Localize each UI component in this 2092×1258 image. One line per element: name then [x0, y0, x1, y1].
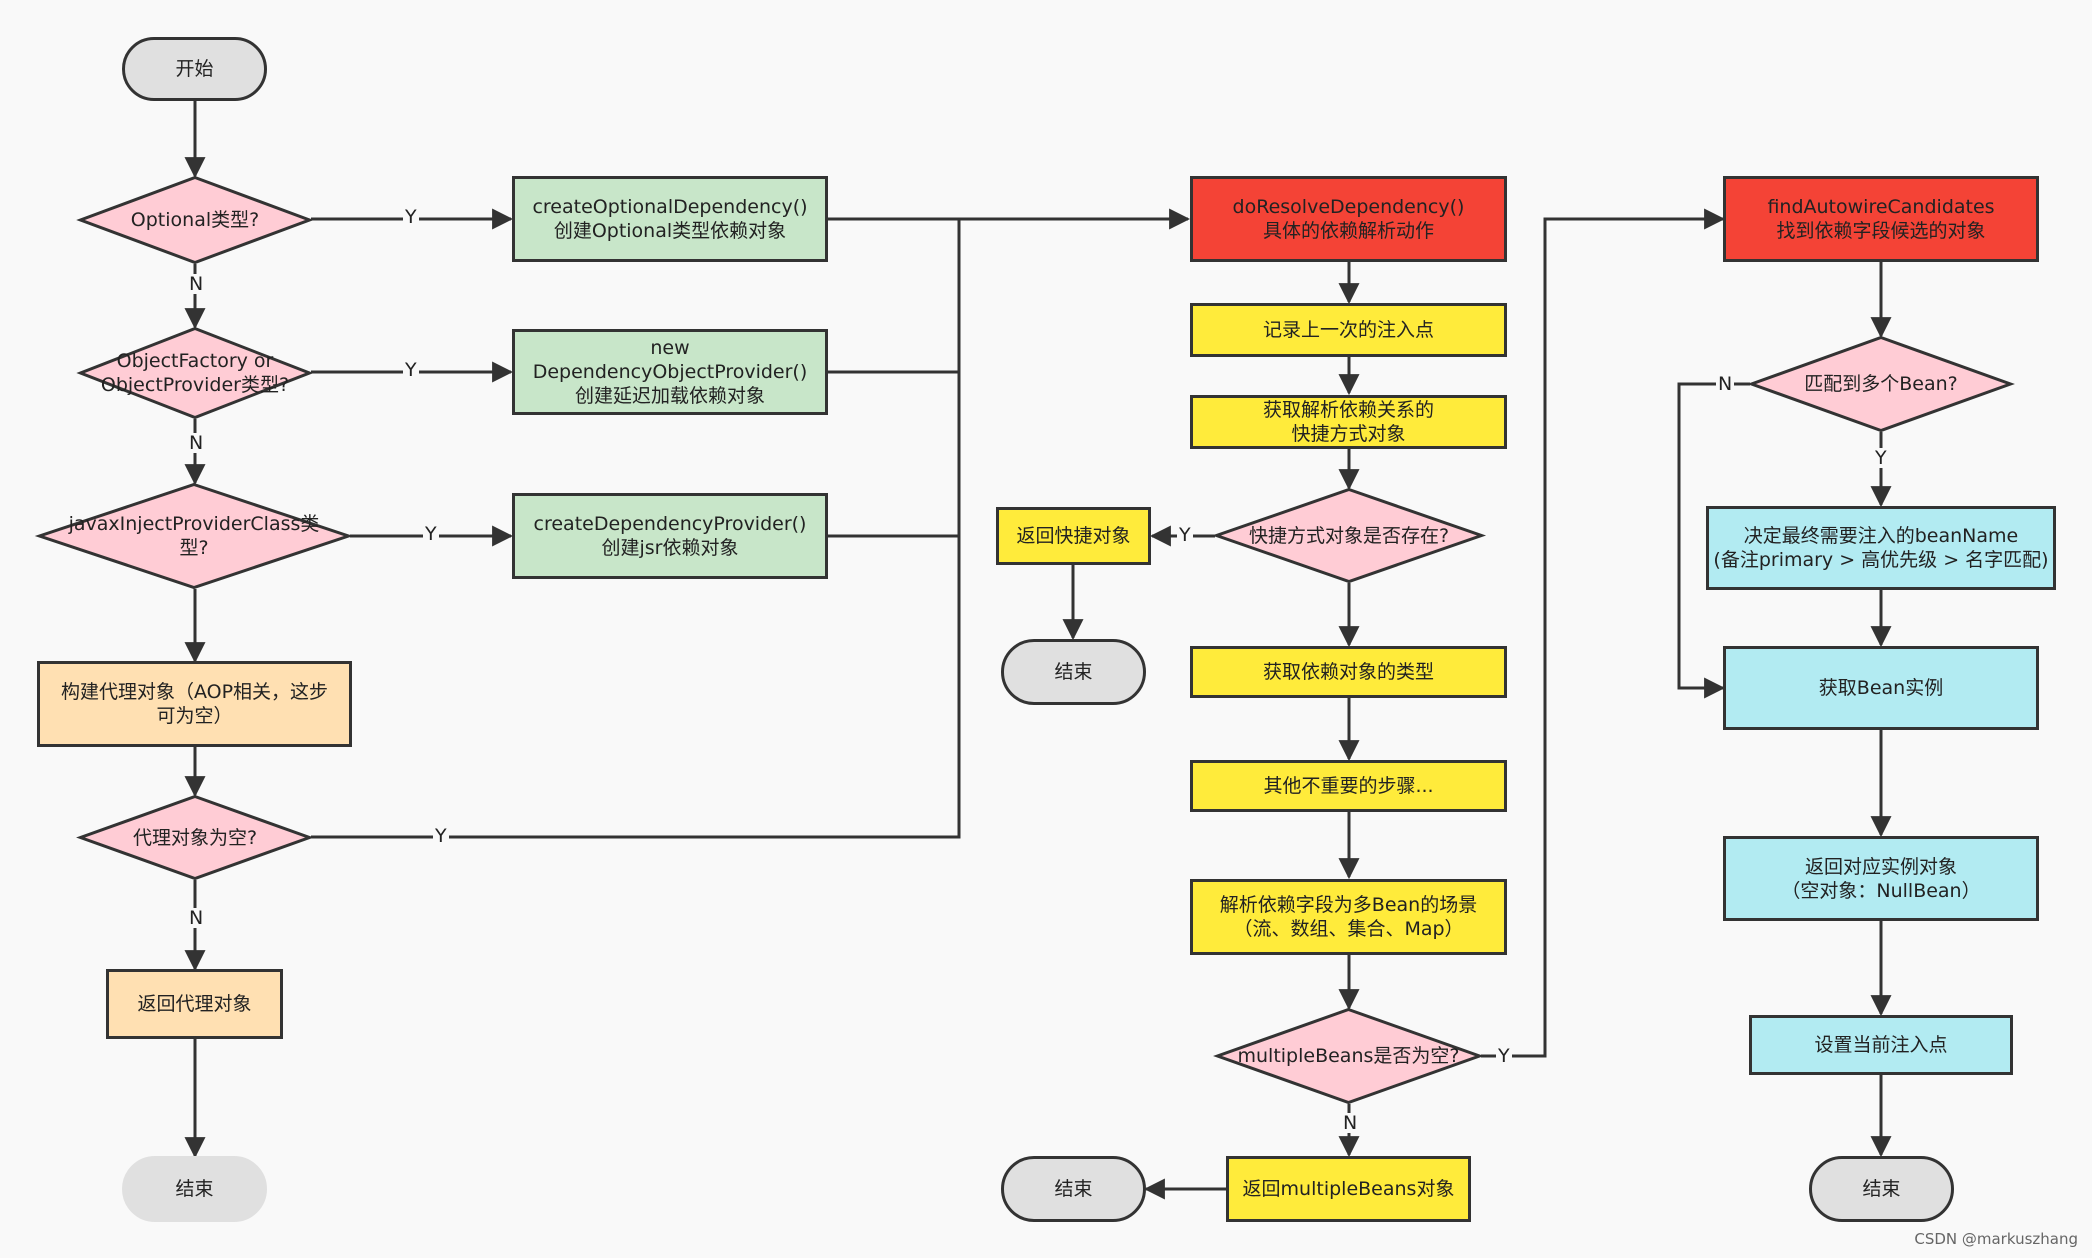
label-optional-no: N	[187, 273, 206, 295]
get-instance-box: 获取Bean实例	[1723, 646, 2039, 730]
label-shortcut-yes: Y	[1177, 524, 1193, 546]
label-proxynull-no: N	[187, 907, 206, 929]
new-provider-box: new DependencyObjectProvider() 创建延迟加载依赖对…	[512, 329, 828, 415]
new-provider-label: new DependencyObjectProvider() 创建延迟加载依赖对…	[532, 337, 808, 407]
label-proxynull-yes: Y	[433, 825, 449, 847]
match-multi-decision: 匹配到多个Bean?	[1747, 335, 2015, 433]
return-multi-box: 返回multipleBeans对象	[1226, 1156, 1471, 1222]
return-multi-label: 返回multipleBeans对象	[1242, 1178, 1455, 1200]
shortcut-exists-decision: 快捷方式对象是否存在?	[1211, 487, 1487, 584]
end-middle-terminal: 结束	[1001, 1156, 1146, 1222]
objectfactory-type-label: ObjectFactory or ObjectProvider类型?	[100, 350, 290, 396]
return-proxy-label: 返回代理对象	[137, 993, 252, 1015]
return-proxy-box: 返回代理对象	[106, 969, 283, 1039]
start-label: 开始	[175, 58, 214, 80]
label-match-no: N	[1716, 373, 1735, 395]
determine-name-box: 决定最终需要注入的beanName (备注primary > 高优先级 > 名字…	[1706, 506, 2056, 590]
label-match-yes: Y	[1873, 447, 1889, 469]
edge-new-merge	[827, 219, 961, 374]
edge-match-getinstance	[1677, 382, 1750, 699]
end-left-terminal: 结束	[122, 1156, 267, 1222]
create-optional-box: createOptionalDependency() 创建Optional类型依…	[512, 176, 828, 262]
create-optional-label: createOptionalDependency() 创建Optional类型依…	[532, 196, 808, 242]
end-shortcut-terminal: 结束	[1001, 639, 1146, 705]
end-middle-label: 结束	[1054, 1178, 1093, 1200]
label-multinull-yes: Y	[1496, 1045, 1512, 1067]
edge-proxynull-merge	[311, 219, 961, 839]
set-point-label: 设置当前注入点	[1814, 1034, 1948, 1056]
record-point-label: 记录上一次的注入点	[1262, 319, 1434, 341]
get-type-label: 获取依赖对象的类型	[1262, 661, 1434, 683]
end-shortcut-label: 结束	[1054, 661, 1093, 683]
record-point-box: 记录上一次的注入点	[1190, 303, 1507, 357]
get-type-box: 获取依赖对象的类型	[1190, 646, 1507, 698]
objectfactory-type-decision: ObjectFactory or ObjectProvider类型?	[76, 326, 314, 420]
return-instance-label: 返回对应实例对象 （空对象：NullBean）	[1781, 855, 1981, 902]
start-terminal: 开始	[122, 37, 267, 101]
shortcut-exists-label: 快捷方式对象是否存在?	[1248, 524, 1450, 547]
multi-null-label: multipleBeans是否为空?	[1237, 1045, 1460, 1067]
watermark: CSDN @markuszhang	[1914, 1230, 2078, 1248]
label-javax-yes: Y	[423, 523, 439, 545]
do-resolve-label: doResolveDependency() 具体的依赖解析动作	[1232, 196, 1465, 242]
parse-multi-box: 解析依赖字段为多Bean的场景 （流、数组、集合、Map）	[1190, 879, 1507, 955]
edge-multinull-find	[1481, 208, 1726, 1058]
end-left-label: 结束	[175, 1178, 214, 1200]
optional-type-label: Optional类型?	[130, 209, 260, 231]
determine-name-label: 决定最终需要注入的beanName (备注primary > 高优先级 > 名字…	[1713, 525, 2049, 571]
find-candidates-box: findAutowireCandidates 找到依赖字段候选的对象	[1723, 176, 2039, 262]
do-resolve-box: doResolveDependency() 具体的依赖解析动作	[1190, 176, 1507, 262]
edge-createprovider-merge	[827, 219, 961, 538]
get-instance-label: 获取Bean实例	[1818, 677, 1944, 699]
multi-null-decision: multipleBeans是否为空?	[1213, 1007, 1484, 1105]
label-optional-yes: Y	[403, 206, 419, 228]
parse-multi-label: 解析依赖字段为多Bean的场景 （流、数组、集合、Map）	[1219, 894, 1478, 940]
javax-provider-label: javaxInjectProviderClass类 型?	[68, 513, 320, 559]
label-objectfactory-no: N	[187, 432, 206, 454]
optional-type-decision: Optional类型?	[76, 175, 314, 265]
end-right-label: 结束	[1862, 1178, 1901, 1200]
build-proxy-label: 构建代理对象（AOP相关，这步 可为空）	[60, 681, 329, 727]
set-point-box: 设置当前注入点	[1749, 1015, 2013, 1075]
return-shortcut-label: 返回快捷对象	[1016, 525, 1131, 547]
proxy-null-decision: 代理对象为空?	[76, 794, 314, 881]
end-right-terminal: 结束	[1809, 1156, 1954, 1222]
other-steps-label: 其他不重要的步骤...	[1263, 775, 1434, 797]
other-steps-box: 其他不重要的步骤...	[1190, 760, 1507, 812]
javax-provider-decision: javaxInjectProviderClass类 型?	[34, 482, 354, 590]
return-shortcut-box: 返回快捷对象	[996, 507, 1151, 565]
return-instance-box: 返回对应实例对象 （空对象：NullBean）	[1723, 836, 2039, 921]
label-objectfactory-yes: Y	[403, 359, 419, 381]
label-multinull-no: N	[1341, 1112, 1360, 1134]
create-provider-label: createDependencyProvider() 创建jsr依赖对象	[533, 513, 807, 559]
get-shortcut-label: 获取解析依赖关系的 快捷方式对象	[1262, 399, 1434, 445]
proxy-null-label: 代理对象为空?	[132, 826, 258, 849]
get-shortcut-box: 获取解析依赖关系的 快捷方式对象	[1190, 395, 1507, 449]
match-multi-label: 匹配到多个Bean?	[1804, 373, 1958, 395]
build-proxy-box: 构建代理对象（AOP相关，这步 可为空）	[37, 661, 352, 747]
create-provider-box: createDependencyProvider() 创建jsr依赖对象	[512, 493, 828, 579]
find-candidates-label: findAutowireCandidates 找到依赖字段候选的对象	[1767, 196, 1995, 242]
